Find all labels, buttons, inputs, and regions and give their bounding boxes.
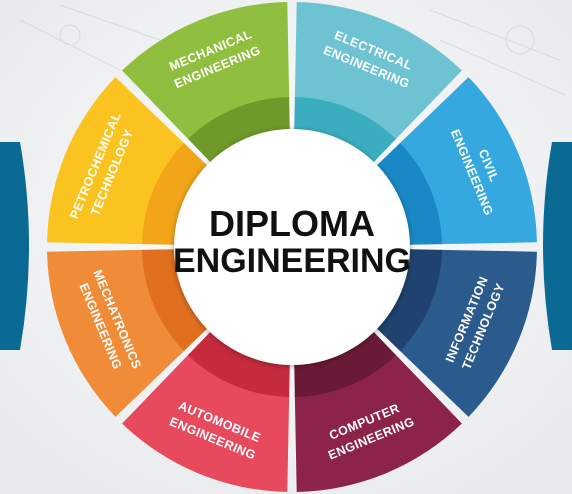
segments-ring: ELECTRICALENGINEERINGCIVILENGINEERINGINF… — [47, 2, 537, 492]
segment-inner-civil — [372, 142, 442, 245]
segment-inner-computer — [294, 327, 397, 397]
center-title-line2: ENGINEERING — [173, 242, 411, 280]
right-side-panel — [543, 142, 572, 350]
segment-inner-mechatronics — [142, 249, 212, 352]
segment-inner-information — [372, 249, 442, 352]
segment-inner-electrical — [294, 97, 397, 167]
background-blueprint — [19, 4, 566, 96]
segment-inner-petrochemical — [142, 142, 212, 245]
left-side-panel — [0, 142, 29, 350]
center-disc — [174, 129, 410, 365]
segment-inner-automobile — [187, 327, 290, 397]
center-title-line1: DIPLOMA — [209, 203, 375, 244]
segment-inner-mechanical — [187, 97, 290, 167]
